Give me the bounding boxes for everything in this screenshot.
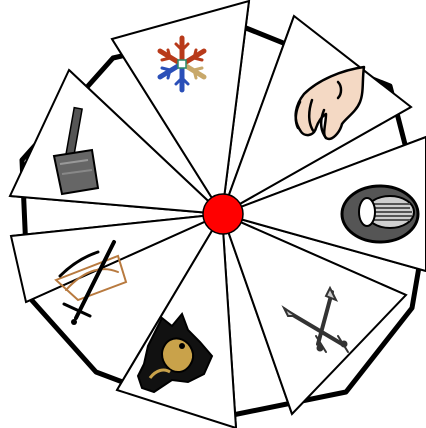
shield-icon [342, 186, 418, 242]
center-hub [203, 194, 243, 234]
